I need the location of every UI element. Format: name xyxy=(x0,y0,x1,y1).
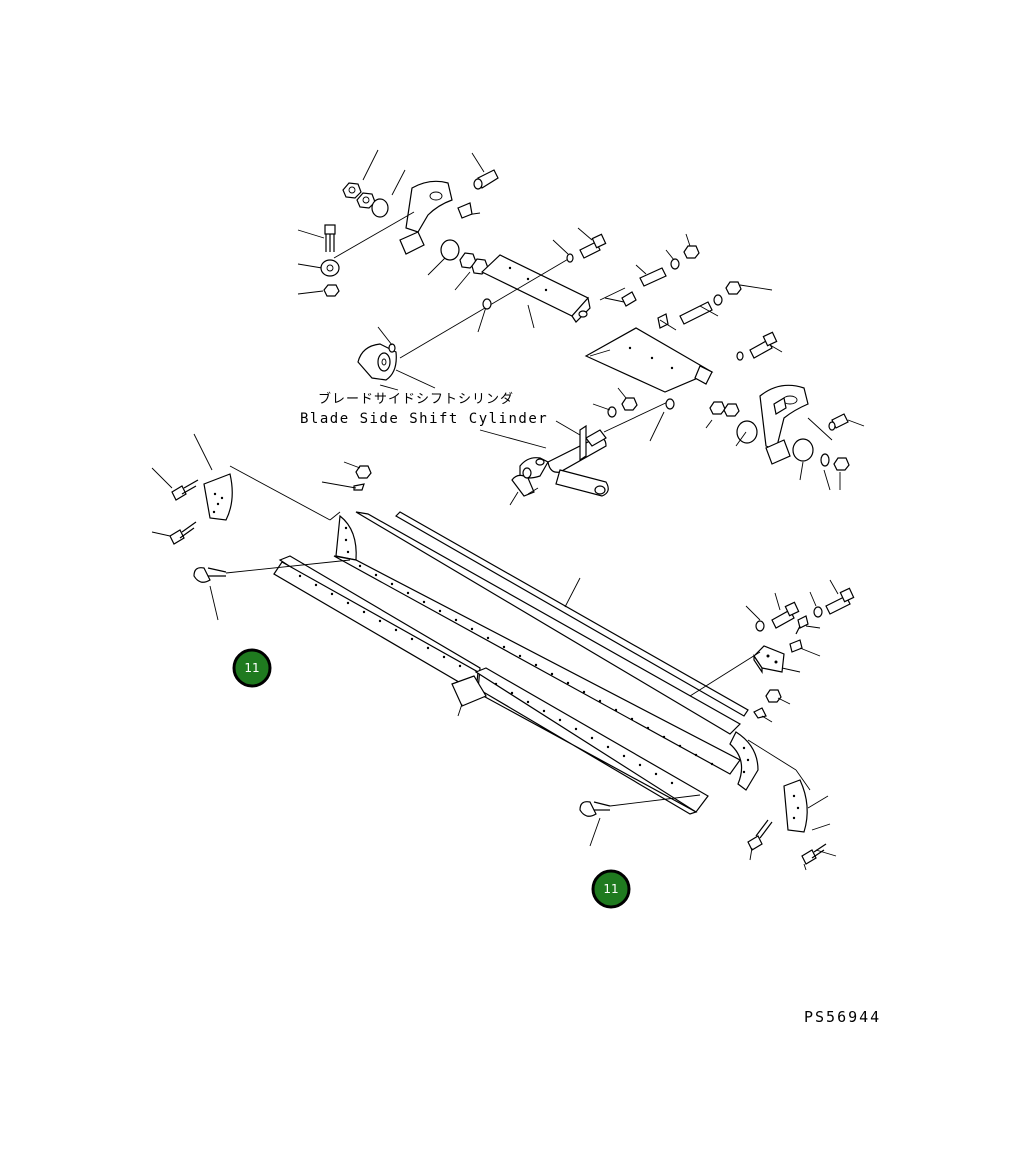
cylinder-label-en: Blade Side Shift Cylinder xyxy=(300,411,548,427)
cylinder-label-jp: ブレードサイドシフトシリンダ xyxy=(318,391,514,407)
callout-badge[interactable]: 11 xyxy=(232,648,272,688)
figure-code: PS56944 xyxy=(804,1008,881,1026)
cylinder-label: ブレードサイドシフトシリンダ Blade Side Shift Cylinder xyxy=(300,391,548,427)
right-bracket-group xyxy=(705,384,865,491)
upper-left-bracket-group xyxy=(297,149,499,297)
right-end-hardware xyxy=(689,579,855,871)
side-shift-cylinder xyxy=(479,387,675,506)
callout-badge-label: 11 xyxy=(603,882,618,896)
upper-plates xyxy=(399,227,783,393)
blade-holes-row-upper xyxy=(358,564,714,766)
cylinder-clamp xyxy=(357,326,436,391)
callout-badge[interactable]: 11 xyxy=(591,869,631,909)
main-blade xyxy=(193,511,759,847)
left-end-bit xyxy=(151,433,372,545)
callout-badge-label: 11 xyxy=(244,661,259,675)
blade-holes-row-lower xyxy=(298,574,674,785)
